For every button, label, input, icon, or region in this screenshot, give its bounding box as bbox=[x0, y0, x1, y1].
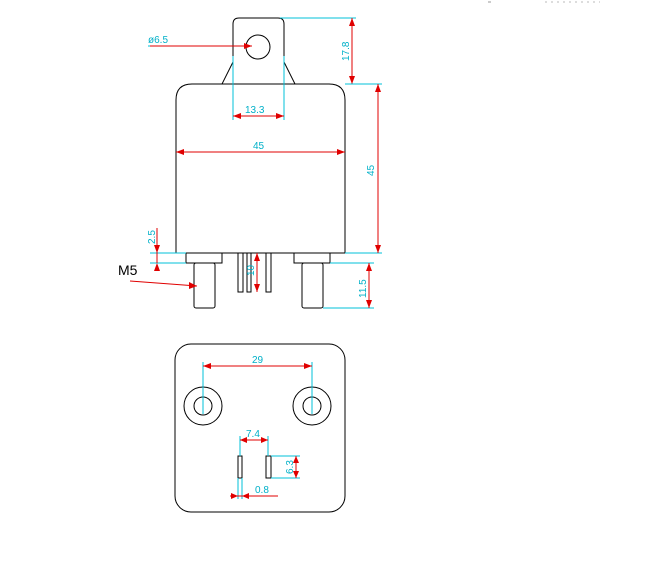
tab-height-dimension: 17.8 bbox=[280, 17, 356, 85]
bottom-outline bbox=[174, 343, 346, 513]
right-stud-shaft bbox=[301, 262, 324, 309]
spade-pin-3 bbox=[265, 252, 272, 293]
slot-pin-right bbox=[265, 455, 272, 479]
bottom-view: 29 7.4 6.3 0. bbox=[174, 343, 346, 513]
relay-body-outline bbox=[175, 83, 346, 254]
hole-diameter-label: ø6.5 bbox=[148, 35, 168, 46]
pin-length-label: 10 bbox=[246, 264, 257, 276]
stud-thread-label: M5 bbox=[118, 262, 138, 278]
mounting-tab-outline bbox=[232, 17, 285, 84]
right-stud-nut bbox=[293, 252, 331, 264]
tab-width-dimension: 13.3 bbox=[232, 56, 285, 120]
body-width-dimension: 45 bbox=[176, 141, 345, 155]
base-offset-label: 2.5 bbox=[147, 230, 158, 244]
stud-spacing-dimension: 29 bbox=[202, 355, 313, 414]
spade-pin-2 bbox=[246, 252, 252, 293]
body-height-dimension: 45 bbox=[345, 83, 382, 254]
slot-pin-left bbox=[237, 455, 243, 479]
pin-slot-length-label: 6.3 bbox=[285, 460, 296, 474]
tab-height-label: 17.8 bbox=[341, 41, 352, 61]
left-stud-nut bbox=[185, 252, 223, 264]
base-offset-dimension: 2.5 bbox=[147, 228, 186, 271]
mounting-hole bbox=[245, 34, 271, 60]
pin-length-dimension: 10 bbox=[246, 253, 260, 292]
stud-length-label: 11.5 bbox=[358, 279, 369, 298]
tab-width-label: 13.3 bbox=[245, 105, 265, 116]
side-view: ø6.5 17.8 13.3 45 bbox=[118, 17, 382, 309]
pin-thickness-label: 0.8 bbox=[255, 485, 269, 496]
pin-slot-length-dimension: 6.3 bbox=[271, 455, 300, 479]
hole-diameter-dimension: ø6.5 bbox=[148, 35, 252, 49]
left-stud-shaft bbox=[193, 262, 216, 309]
stud-spacing-label: 29 bbox=[252, 355, 264, 366]
pin-spacing-label: 7.4 bbox=[246, 429, 260, 440]
body-width-label: 45 bbox=[253, 141, 265, 152]
pin-thickness-dimension: 0.8 bbox=[230, 478, 278, 499]
tab-fillet-right bbox=[283, 61, 296, 85]
stud-length-dimension: 11.5 bbox=[323, 262, 374, 309]
pin-spacing-dimension: 7.4 bbox=[239, 429, 269, 456]
stud-thread-callout: M5 bbox=[118, 262, 198, 289]
body-height-label: 45 bbox=[366, 164, 377, 176]
spade-pin-1 bbox=[237, 252, 244, 293]
tab-fillet-left bbox=[221, 61, 234, 85]
